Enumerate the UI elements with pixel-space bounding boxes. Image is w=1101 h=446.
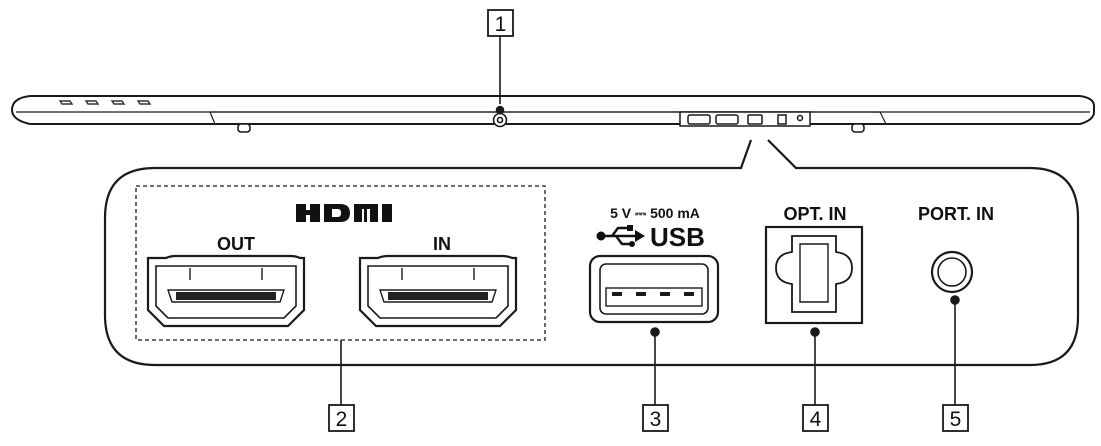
top-buttons — [58, 100, 152, 105]
callout-3: 3 — [642, 404, 669, 432]
usb-label: USB — [650, 222, 705, 252]
callout-1: 1 — [487, 9, 514, 37]
soundbar-port-recess — [679, 111, 811, 127]
callout-1-number: 1 — [495, 13, 507, 36]
optical-port — [764, 225, 864, 325]
optical-label: OPT. IN — [783, 204, 846, 224]
hdmi-group-box — [135, 185, 546, 341]
soundbar-feet — [237, 123, 865, 133]
callout-5: 5 — [942, 404, 969, 432]
callout-4-number: 4 — [810, 408, 822, 431]
callout-leaders — [340, 36, 960, 405]
callout-4: 4 — [802, 404, 829, 432]
panel-outline — [103, 139, 1080, 367]
hdmi-in-label: IN — [433, 234, 451, 254]
hdmi-in-port — [358, 254, 518, 328]
hdmi-out-label: OUT — [217, 234, 255, 254]
usb-port — [588, 254, 720, 324]
portable-label: PORT. IN — [918, 204, 994, 224]
hdmi-logo — [296, 204, 392, 222]
portable-in-jack — [930, 250, 974, 294]
hdmi-out-port — [146, 254, 306, 328]
usb-spec-label: 5 V ⎓ 500 mA — [610, 205, 700, 221]
callout-3-number: 3 — [650, 408, 662, 431]
mounting-hole — [492, 112, 508, 128]
callout-2: 2 — [328, 404, 355, 432]
usb-symbol-icon — [596, 225, 645, 247]
callout-2-number: 2 — [336, 408, 348, 431]
callout-5-number: 5 — [950, 408, 962, 431]
soundbar-body — [10, 95, 1095, 125]
